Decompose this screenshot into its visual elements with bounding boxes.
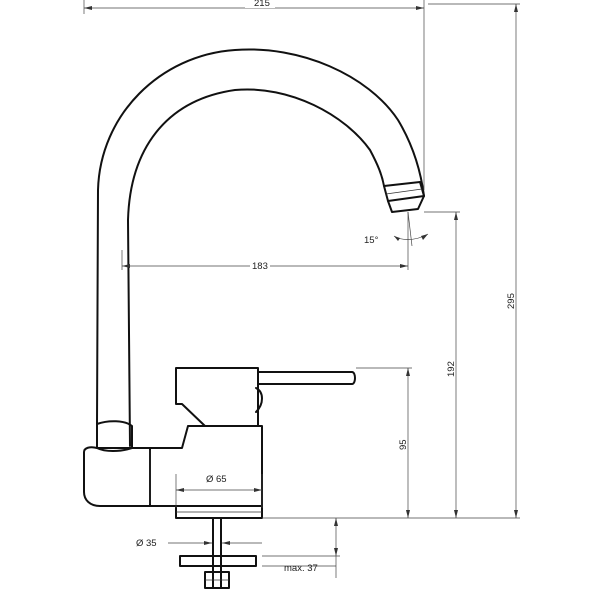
dim-reach: 183 bbox=[122, 261, 408, 272]
body-right-section bbox=[149, 425, 263, 507]
dim-max-mount: max. 37 bbox=[262, 518, 338, 578]
faucet-outline bbox=[83, 48, 425, 589]
faucet-body bbox=[83, 446, 151, 507]
aerator-outlet bbox=[387, 195, 425, 213]
spout-inner-edge bbox=[127, 88, 385, 447]
angle-label: 15° bbox=[364, 235, 379, 246]
mounting-bracket bbox=[179, 555, 257, 567]
width-total-label: 215 bbox=[254, 0, 270, 9]
reach-label: 183 bbox=[252, 261, 268, 272]
shank-diameter-label: Ø 35 bbox=[136, 538, 157, 549]
dim-outlet-height: 192 bbox=[446, 212, 458, 518]
max-mount-label: max. 37 bbox=[284, 563, 318, 574]
dim-width-total: 215 bbox=[84, 0, 424, 10]
height-total-label: 295 bbox=[506, 293, 517, 309]
dim-body-height: 95 bbox=[398, 368, 410, 518]
spout-outer-edge bbox=[96, 48, 425, 425]
handle-lever bbox=[257, 371, 356, 385]
handle-hub bbox=[255, 387, 263, 413]
aerator-seam bbox=[385, 188, 423, 195]
outlet-height-label: 192 bbox=[446, 361, 457, 377]
extension-lines bbox=[83, 0, 520, 557]
dim-angle: 15° bbox=[364, 211, 429, 247]
spout-collar bbox=[96, 420, 133, 452]
dim-shank-diameter: Ø 35 bbox=[136, 538, 262, 549]
mounting-rod bbox=[212, 517, 222, 589]
cartridge-housing bbox=[175, 367, 259, 427]
dim-body-diameter: Ø 65 bbox=[176, 472, 262, 492]
dim-height-total: 295 bbox=[506, 4, 518, 518]
mounting-nut bbox=[204, 571, 230, 589]
body-height-label: 95 bbox=[398, 439, 409, 450]
body-diameter-label: Ø 65 bbox=[206, 474, 227, 485]
